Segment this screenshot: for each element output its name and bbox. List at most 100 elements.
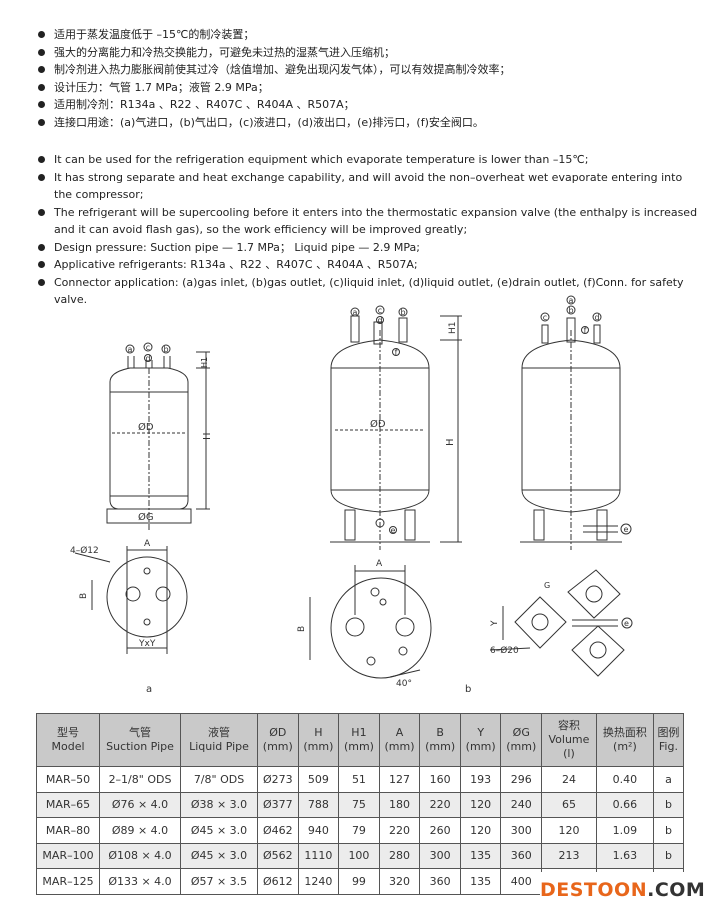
- table-cell: 280: [378, 842, 421, 869]
- table-cell: 220: [419, 791, 461, 818]
- table-cell: MAR–65: [36, 791, 100, 818]
- table-cell: Ø273: [257, 766, 299, 793]
- dim-a-label: A: [144, 539, 151, 549]
- dim-b-label: B: [297, 626, 307, 632]
- col-a: A(mm): [378, 713, 421, 767]
- table-cell: 213: [541, 842, 597, 869]
- table-cell: MAR–100: [36, 842, 100, 869]
- table-cell: 940: [297, 817, 340, 844]
- table-cell: 51: [338, 766, 380, 793]
- table-cell: 24: [541, 766, 597, 793]
- table-cell: 75: [338, 791, 380, 818]
- table-cell: 100: [338, 842, 380, 869]
- table-cell: Ø57 × 3.5: [180, 868, 258, 895]
- dim-b-label: B: [79, 593, 89, 599]
- table-cell: 180: [378, 791, 421, 818]
- table-cell: 135: [459, 842, 502, 869]
- port-c-label: c: [378, 306, 382, 315]
- fig-b-caption: b: [465, 684, 471, 695]
- table-cell: 300: [419, 842, 461, 869]
- feature-item: The refrigerant will be supercooling bef…: [38, 204, 698, 239]
- table-cell: Ø462: [257, 817, 299, 844]
- table-cell: Ø38 × 3.0: [180, 791, 258, 818]
- dim-a-label: A: [376, 559, 383, 569]
- vessel-b-elevation: [330, 305, 462, 550]
- port-a-label: a: [128, 345, 133, 354]
- table-cell: Ø562: [257, 842, 299, 869]
- port-e-label: e: [624, 525, 629, 534]
- table-cell: 788: [297, 791, 340, 818]
- table-cell: 320: [378, 868, 421, 895]
- table-cell: Ø377: [257, 791, 299, 818]
- col-g: ØG(mm): [500, 713, 543, 767]
- watermark-logo: DESTOON.COM: [540, 872, 716, 908]
- holes-b-label: 6–Ø20: [490, 645, 519, 656]
- port-f-label: f: [395, 348, 398, 357]
- port-b-label: b: [163, 345, 168, 354]
- dim-y-label: Y: [490, 620, 500, 627]
- table-cell: 260: [419, 817, 461, 844]
- table-cell: 120: [459, 791, 502, 818]
- port-b-label: b: [568, 306, 573, 315]
- dim-d-label: ØD: [138, 421, 154, 433]
- table-cell: 2–1/8" ODS: [99, 766, 181, 793]
- vessel-a-elevation: [106, 342, 210, 530]
- table-cell: 0.40: [595, 766, 654, 793]
- col-b: B(mm): [419, 713, 461, 767]
- dim-d-label: ØD: [370, 418, 386, 430]
- table-cell: Ø612: [257, 868, 299, 895]
- port-d-label: d: [377, 316, 382, 325]
- angle-label: 40°: [396, 679, 412, 689]
- dim-h-label: H: [445, 438, 456, 446]
- table-cell: 360: [500, 842, 543, 869]
- table-cell: Ø89 × 4.0: [99, 817, 181, 844]
- table-cell: 400: [500, 868, 543, 895]
- dim-h-label: H: [202, 432, 213, 440]
- table-cell: 1.63: [595, 842, 654, 869]
- port-e-label: e: [391, 526, 396, 535]
- feature-item: 强大的分离能力和冷热交换能力，可避免未过热的湿蒸气进入压缩机；: [38, 44, 698, 62]
- table-cell: Ø133 × 4.0: [99, 868, 181, 895]
- features-list-chinese: 适用于蒸发温度低于 –15℃的制冷装置； 强大的分离能力和冷热交换能力，可避免未…: [38, 26, 698, 131]
- dim-g-label: G: [544, 581, 550, 590]
- table-cell: 120: [459, 817, 502, 844]
- table-cell: Ø108 × 4.0: [99, 842, 181, 869]
- table-cell: 193: [459, 766, 502, 793]
- dim-h1-label: H1: [200, 357, 209, 368]
- technical-drawings: a c b d ØD ØG H H1 A B YxY 4–Ø12 a: [70, 295, 633, 695]
- holes-a-label: 4–Ø12: [70, 545, 99, 556]
- table-cell: 7/8" ODS: [180, 766, 258, 793]
- feature-item: 适用制冷剂：R134a 、R22 、R407C 、R404A 、R507A；: [38, 96, 698, 114]
- table-cell: b: [652, 791, 685, 818]
- table-cell: 1.09: [595, 817, 654, 844]
- dim-h1-label: H1: [448, 322, 458, 335]
- table-cell: b: [652, 842, 685, 869]
- table-cell: MAR–50: [36, 766, 100, 793]
- feature-item: 适用于蒸发温度低于 –15℃的制冷装置；: [38, 26, 698, 44]
- table-cell: 360: [419, 868, 461, 895]
- col-d: ØD(mm): [257, 713, 299, 767]
- table-cell: Ø76 × 4.0: [99, 791, 181, 818]
- table-cell: a: [652, 766, 685, 793]
- feature-item: It has strong separate and heat exchange…: [38, 169, 698, 204]
- table-cell: 0.66: [595, 791, 654, 818]
- vessel-b-side: [520, 295, 632, 550]
- port-c-label: c: [146, 343, 150, 352]
- feature-item: 制冷剂进入热力膨胀阀前使其过冷（焓值增加、避免出现闪发气体），可以有效提高制冷效…: [38, 61, 698, 79]
- table-cell: 1110: [297, 842, 340, 869]
- port-e-label: e: [624, 619, 629, 628]
- table-cell: 99: [338, 868, 380, 895]
- table-cell: 120: [541, 817, 597, 844]
- fig-a-caption: a: [146, 684, 152, 695]
- dim-g-label: ØG: [138, 511, 154, 523]
